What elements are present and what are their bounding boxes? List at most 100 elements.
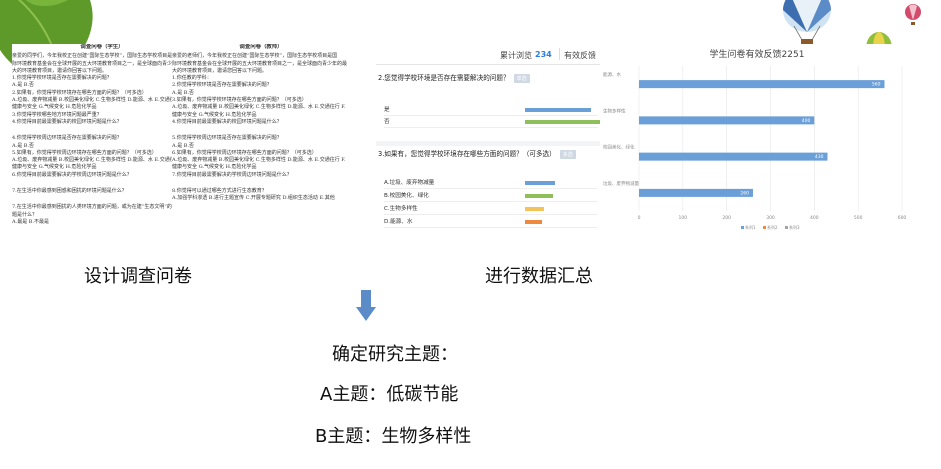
option-bar [525, 194, 553, 198]
option-bar [525, 181, 555, 185]
survey-stats-panel: 累计浏览 234 有效反馈 2.您觉得学校环境是否存在需要解决的问题？单选 是否… [376, 44, 600, 234]
down-arrow-icon [356, 290, 376, 321]
category-label: 生物多样性 [603, 107, 626, 114]
questionnaire-line: 题是什么？ [12, 211, 38, 218]
questionnaire-line: A.是 B.否 [12, 82, 35, 89]
teacher-questionnaire-body: 亲爱的老师们，今年我校正在创建“国际生态学校”，国际生态学校项目是国际环境教育基… [172, 53, 350, 202]
caption-design-questionnaire: 设计调查问卷 [84, 266, 192, 287]
bar [639, 80, 885, 89]
option-row: 否 [384, 116, 600, 128]
questionnaire-line: 7.你觉得目前最需要解决的学校周边环境问题是什么？ [172, 171, 292, 178]
x-tick-label: 0 [638, 215, 641, 221]
question-2-tag: 单选 [513, 74, 530, 83]
x-tick-label: 400 [810, 215, 819, 221]
option-row: C.生物多样性 [384, 203, 598, 215]
option-label: D.能源、水 [384, 219, 413, 225]
option-row: B.校园美化、绿化 [384, 190, 598, 202]
teacher-questionnaire-title: 调查问卷（教师） [239, 44, 283, 50]
blank-answer-space [172, 179, 350, 188]
option-row: D.能源、水 [384, 216, 598, 228]
category-label: 能源、水 [603, 71, 621, 78]
questionnaire-line: 4.你觉得目前最需要解决的校园环境问题是什么？ [172, 118, 282, 125]
questionnaire-line: 7.在生活中你最感到困扰的人类环境方面的问题，或为在建“生态文明”的主 [12, 204, 177, 211]
section-divider [376, 141, 600, 146]
questionnaire-line: 2.你觉得学校环境是否存在需要解决的问题？ [172, 82, 272, 89]
blank-answer-space [12, 195, 192, 204]
stats-header: 累计浏览 234 有效反馈 [376, 44, 600, 65]
option-bar [525, 120, 600, 124]
questionnaire-line: 1.你任教的学科： [172, 75, 212, 82]
x-tick-label: 600 [898, 215, 907, 221]
row-separator [384, 214, 598, 215]
bar-value-label: 430 [815, 154, 824, 160]
small-balloon-icon [905, 4, 921, 25]
option-label: 是 [384, 107, 390, 113]
questionnaire-line: 1.你觉得学校环境是否存在需要解决的问题？ [12, 75, 112, 82]
question-3-block: 3.如果有，您觉得学校环境存在哪些方面的问题？（可多选）多选 [378, 148, 600, 159]
questionnaire-line: 5.如果有，你觉得学校周边环境存在哪些方面的问题？（可多选） [12, 149, 157, 156]
legend-swatch [763, 226, 766, 229]
student-questionnaire-title: 调查问卷（学生） [80, 44, 124, 50]
option-label: 否 [384, 119, 390, 125]
questionnaire-line: 3.如果有，你觉得学校环境存在哪些方面的问题？（可多选） [172, 97, 307, 104]
question-3-tag: 多选 [559, 150, 576, 159]
questionnaire-line: 4.你觉得学校周边环境是否存在需要解决的问题？ [12, 135, 122, 142]
chart-title: 学生问卷有效反馈2251 [710, 48, 805, 60]
blank-answer-space [12, 126, 192, 135]
legend-swatch [785, 226, 788, 229]
x-tick-label: 200 [722, 215, 731, 221]
question-2-title: 2.您觉得学校环境是否存在需要解决的问题？ [378, 74, 510, 82]
row-separator [384, 115, 598, 116]
caption-data-summary: 进行数据汇总 [485, 266, 593, 287]
questionnaire-line: 健康与安全 G.气候变化 H.危险化学品 [172, 111, 257, 118]
student-questionnaire-body: 亲爱的同学们，今年我校正在创建“国际生态学校”，国际生态学校项目是国际环境教育基… [12, 53, 192, 226]
questionnaire-line: 健康与安全 G.气候变化 H.危险化学品 [172, 164, 257, 171]
category-label: 垃圾、废弃物减量 [603, 180, 639, 187]
row-separator [384, 227, 598, 228]
questionnaire-line: 大的环境教育项目，邀请您回答以下问题。 [172, 67, 268, 74]
questionnaire-line: 亲爱的同学们，今年我校正在创建“国际生态学校”，国际生态学校项目是国 [12, 53, 178, 60]
questionnaire-line: 8.你觉得可以通过哪些方式进行生态教育？ [172, 188, 267, 195]
topic-a: A主题：低碳节能 [320, 384, 459, 405]
questionnaire-line: A.加强学科渗透 B.进行主题宣传 C.开展专题研究 D.组织生态活动 E.其他 [172, 195, 335, 202]
question-2-block: 2.您觉得学校环境是否存在需要解决的问题？单选 [378, 72, 600, 83]
questionnaire-line: A.垃圾、废弃物减量 B.校园美化绿化 C.生物多样性 D.能源、水 E.交通往… [12, 97, 186, 104]
row-separator [384, 127, 598, 128]
option-label: A.垃圾、废弃物减量 [384, 180, 435, 186]
option-label: C.生物多样性 [384, 206, 418, 212]
questionnaire-line: A.垃圾、废弃物减量 B.校园美化绿化 C.生物多样性 D.能源、水 E.交通往… [12, 157, 186, 164]
student-questionnaire: 调查问卷（学生） 亲爱的同学们，今年我校正在创建“国际生态学校”，国际生态学校项… [12, 44, 192, 234]
option-label: B.校园美化、绿化 [384, 193, 429, 199]
bar-value-label: 560 [872, 82, 881, 88]
questionnaire-line: 6.如果有，你觉得学校周边环境存在哪些方面的问题？（可多选） [172, 149, 317, 156]
questionnaire-line: 4.你觉得目前最需要解决的校园环境问题是什么？ [12, 118, 122, 125]
questionnaire-line: 际环境教育基金会在全球开展的五大环境教育项目之一，是全球面向青少年的最 [12, 60, 188, 67]
questionnaire-line: A.是 B.否 [12, 142, 35, 149]
questionnaire-line: 3.你觉得学校哪些地方环境问题最严重？ [12, 111, 102, 118]
questionnaire-line: 健康与安全 G.气候变化 H.危险化学品 [12, 104, 97, 111]
topic-b: B主题：生物多样性 [315, 426, 472, 447]
row-separator [384, 188, 598, 189]
bar [639, 188, 753, 197]
valid-feedback-label: 有效反馈 [564, 51, 596, 60]
x-tick-label: 300 [766, 215, 775, 221]
option-bar [525, 220, 543, 224]
questionnaire-line: A.最是 B.不最是 [12, 218, 50, 225]
option-bar [525, 108, 592, 112]
bar [639, 152, 828, 161]
questionnaire-line: A.垃圾、废弃物减量 B.校园美化绿化 C.生物多样性 D.能源、水 E.交通往… [172, 104, 346, 111]
option-row: 是 [384, 104, 598, 116]
topic-heading: 确定研究主题： [332, 344, 458, 365]
x-tick-label: 100 [679, 215, 688, 221]
questionnaire-line: 6.你觉得目前最需要解决的学校周边环境问题是什么？ [12, 171, 132, 178]
questionnaire-line: 际环境教育基金会在全球开展的五大环境教育项目之一，是全球面向青少年的最 [172, 60, 348, 67]
teacher-questionnaire: 调查问卷（教师） 亲爱的老师们，今年我校正在创建“国际生态学校”，国际生态学校项… [172, 44, 350, 234]
bar-value-label: 260 [740, 190, 749, 196]
option-bar [525, 207, 545, 211]
legend-label: 系列3 [789, 224, 800, 230]
questionnaire-line: 2.如果有，你觉得学校环境存在哪些方面的问题？（可多选） [12, 89, 147, 96]
x-tick-label: 500 [854, 215, 863, 221]
questionnaire-line: A.是 B.否 [172, 89, 195, 96]
